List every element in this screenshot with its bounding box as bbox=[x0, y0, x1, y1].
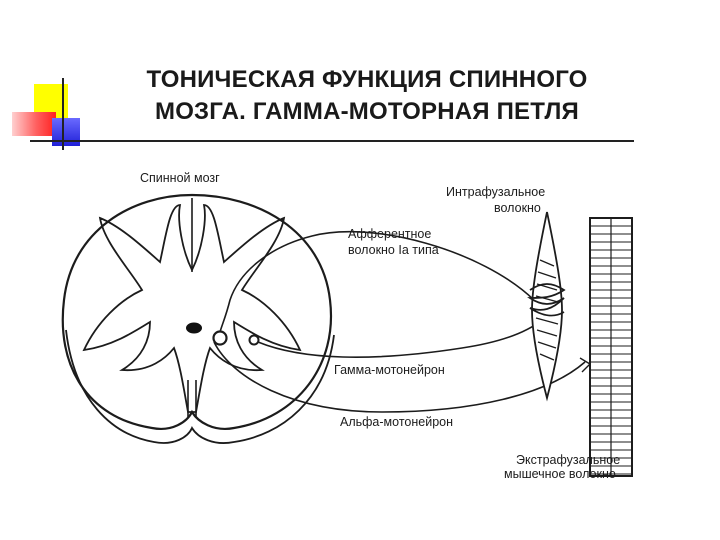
label-gamma-motoneuron: Гамма-мотонейрон bbox=[334, 363, 445, 377]
decor-vertical-rule bbox=[62, 78, 64, 152]
slide-title-line-1: ТОНИЧЕСКАЯ ФУНКЦИЯ СПИННОГО bbox=[146, 66, 588, 93]
central-canal bbox=[186, 322, 202, 334]
label-intrafusal-line-2: волокно bbox=[494, 201, 541, 215]
gamma-motoneuron-soma bbox=[248, 334, 260, 346]
alpha-fiber-path bbox=[213, 341, 586, 413]
label-afferent-line-1: Афферентное bbox=[348, 227, 431, 241]
annulospiral-ending bbox=[527, 283, 566, 317]
label-afferent-line-2: волокно Ia типа bbox=[348, 243, 439, 257]
label-intrafusal-line-1: Интрафузальное bbox=[446, 185, 545, 199]
label-extrafusal-line-2: мышечное волокно bbox=[504, 467, 616, 481]
grey-matter bbox=[82, 204, 302, 413]
extrafusal-striations bbox=[590, 225, 632, 475]
afferent-fiber-path bbox=[219, 230, 535, 333]
decor-red-square bbox=[12, 112, 56, 136]
label-extrafusal-line-1: Экстрафузальное bbox=[516, 453, 620, 467]
gamma-loop-figure: Спинной мозг Интрафузальное волокно Аффе… bbox=[61, 171, 633, 481]
gamma-fiber-path bbox=[257, 319, 543, 358]
slide-title-line-2: МОЗГА. ГАММА-МОТОРНАЯ ПЕТЛЯ bbox=[155, 98, 579, 125]
decor-horizontal-rule bbox=[30, 140, 634, 142]
slide-title: ТОНИЧЕСКАЯ ФУНКЦИЯ СПИННОГО МОЗГА. ГАММА… bbox=[92, 64, 642, 128]
gamma-loop-diagram: Спинной мозг Интрафузальное волокно Аффе… bbox=[42, 150, 672, 485]
alpha-motoneuron-soma bbox=[212, 330, 228, 346]
intrafusal-spindle bbox=[531, 211, 563, 402]
ventral-median-fissure bbox=[187, 380, 197, 418]
label-spinal-cord: Спинной мозг bbox=[140, 171, 220, 185]
spinal-cord-rim bbox=[65, 329, 335, 444]
spindle-stripes bbox=[535, 259, 559, 361]
label-alpha-motoneuron: Альфа-мотонейрон bbox=[340, 415, 453, 429]
